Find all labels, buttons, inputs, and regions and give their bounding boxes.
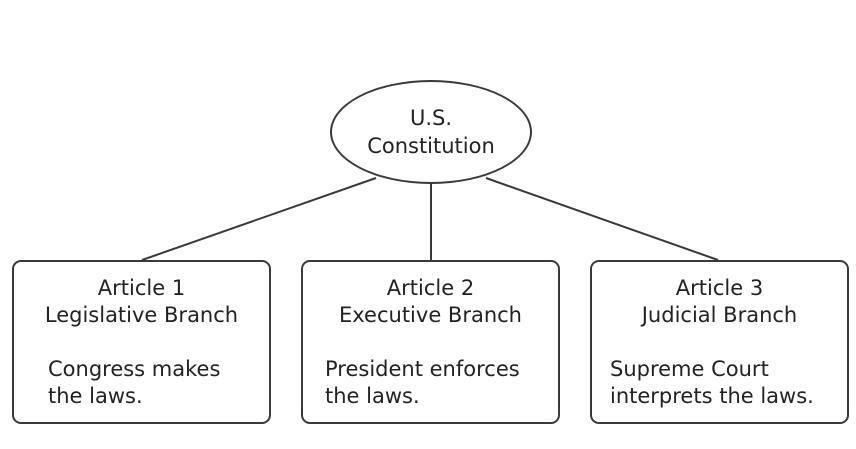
description-line: the laws.: [325, 384, 420, 408]
constitution-label-line2: Constitution: [367, 134, 495, 158]
connector-line-article-1: [141, 177, 377, 261]
description-line: interprets the laws.: [610, 384, 814, 408]
description-line: Supreme Court: [610, 357, 769, 381]
branch-name: Executive Branch: [339, 303, 522, 327]
executive-branch-box: Article 2 Executive Branch President enf…: [301, 260, 560, 424]
branch-heading: Article 1 Legislative Branch: [14, 275, 269, 329]
branch-heading: Article 2 Executive Branch: [303, 275, 558, 329]
constitution-node: U.S. Constitution: [330, 80, 532, 184]
article-label: Article 3: [675, 276, 764, 300]
description-line: the laws.: [48, 384, 143, 408]
legislative-branch-box: Article 1 Legislative Branch Congress ma…: [12, 260, 271, 424]
branch-description: Supreme Court interprets the laws.: [592, 356, 847, 410]
judicial-branch-box: Article 3 Judicial Branch Supreme Court …: [590, 260, 849, 424]
branch-description: Congress makes the laws.: [14, 356, 269, 410]
constitution-label-line1: U.S.: [409, 106, 453, 130]
article-label: Article 1: [97, 276, 186, 300]
branch-name: Judicial Branch: [641, 303, 798, 327]
description-line: Congress makes: [48, 357, 221, 381]
article-label: Article 2: [386, 276, 475, 300]
branch-name: Legislative Branch: [44, 303, 239, 327]
connector-line-article-3: [485, 177, 719, 261]
branch-description: President enforces the laws.: [303, 356, 558, 410]
description-line: President enforces: [325, 357, 520, 381]
branch-heading: Article 3 Judicial Branch: [592, 275, 847, 329]
